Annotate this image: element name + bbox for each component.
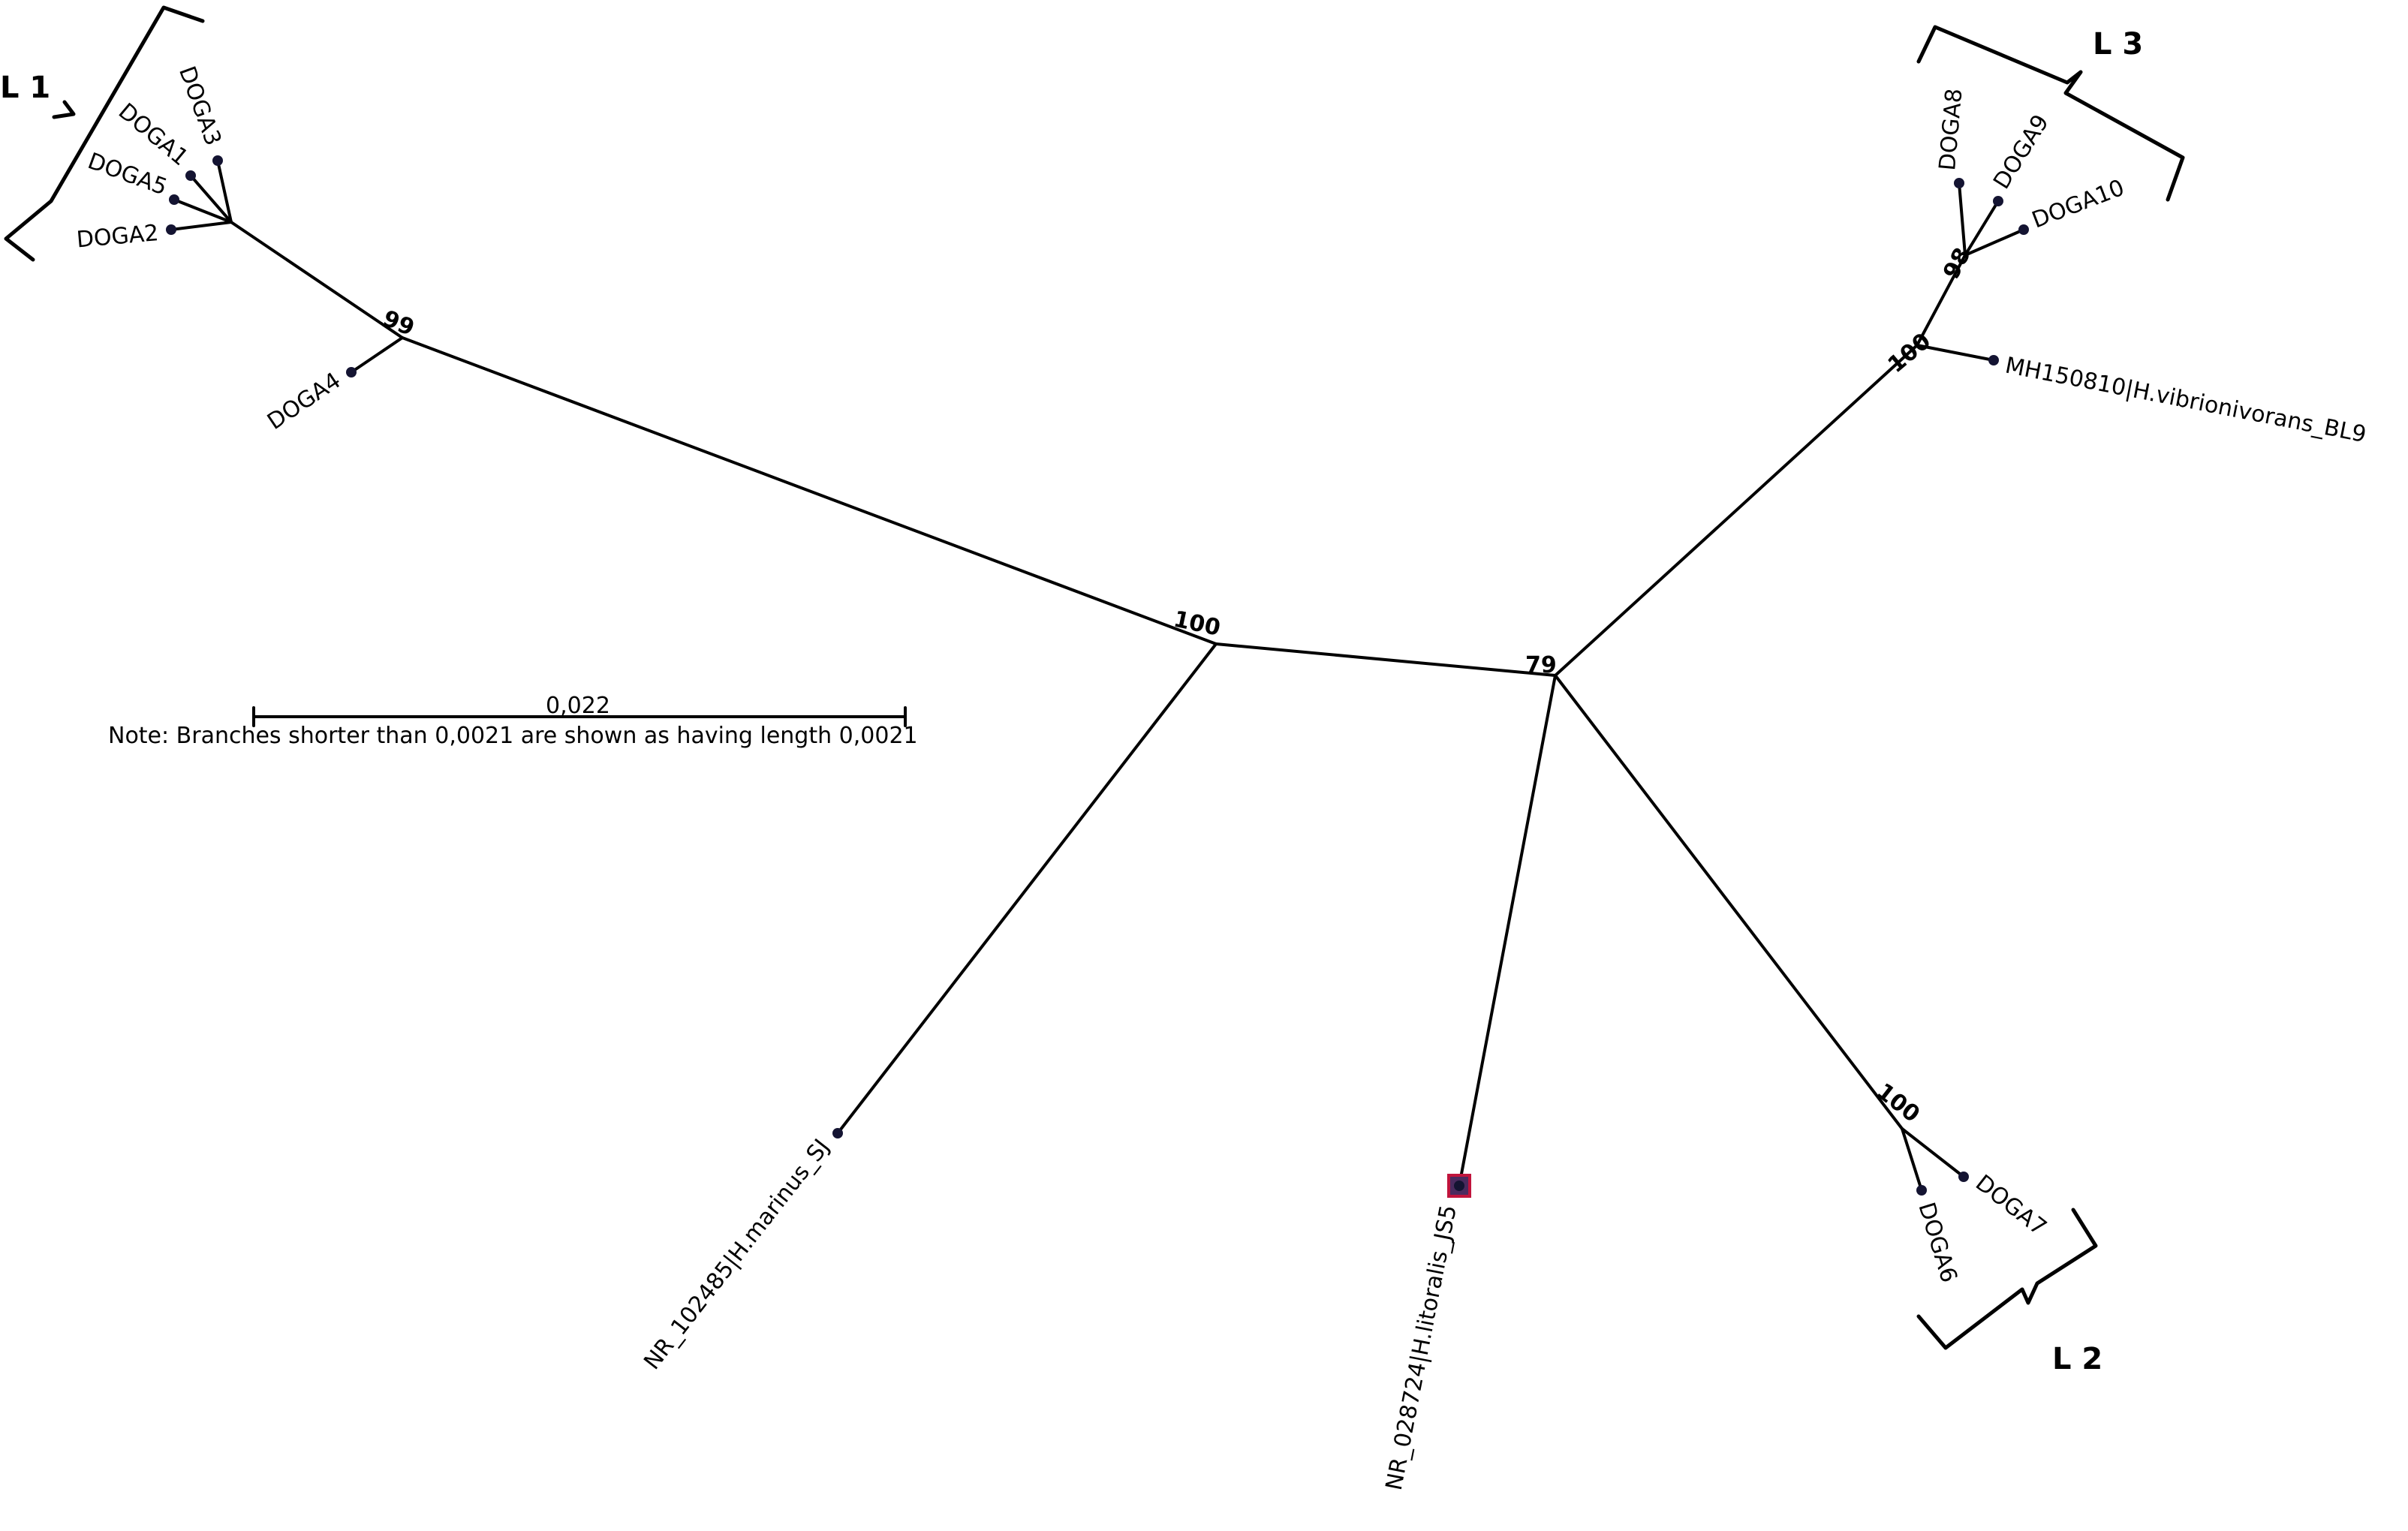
branch-litoralis <box>1458 674 1557 1187</box>
branch-l1-to-l1tip <box>230 221 404 339</box>
leaf-dot-doga5 <box>169 194 179 205</box>
clade-label-l3: L 3 <box>2093 27 2143 62</box>
branch-doga3 <box>216 159 233 224</box>
leaf-dot-doga3 <box>212 155 223 166</box>
branch-right-to-l3 <box>1916 254 1967 347</box>
highlight-marker-litoralis <box>1447 1174 1471 1198</box>
leaf-dot-litoralis <box>1454 1181 1464 1191</box>
branch-doga5 <box>173 198 233 224</box>
leaf-labels: DOGA3 DOGA1 DOGA5 DOGA2 DOGA4 NR_102485|… <box>75 63 2368 1493</box>
branch-vibrionivorans <box>1916 344 1995 362</box>
support-l2-node: 100 <box>1871 1078 1925 1128</box>
leaf-dot-doga7 <box>1958 1172 1969 1182</box>
support-l1-node: 99 <box>379 305 418 341</box>
branch-doga7 <box>1901 1127 1965 1178</box>
branch-doga2 <box>170 221 233 231</box>
leaf-label-doga9: DOGA9 <box>1988 110 2054 194</box>
leaf-label-doga8: DOGA8 <box>1934 87 1967 171</box>
scale-bar-note: Note: Branches shorter than 0,0021 are s… <box>108 723 918 749</box>
leaf-label-doga2: DOGA2 <box>75 220 159 253</box>
support-central: 79 <box>1525 652 1557 678</box>
support-values: 99 100 79 98 100 100 <box>379 243 1976 1127</box>
branch-central-to-right <box>1554 344 1919 677</box>
leaf-label-marinus: NR_102485|H.marinus_SJ <box>639 1134 835 1374</box>
branch-marinus <box>836 642 1218 1135</box>
leaf-dot-doga4 <box>346 367 357 377</box>
branch-left-to-l1 <box>401 336 1218 645</box>
leaf-dot-doga1 <box>185 170 196 181</box>
leaf-dot-doga9 <box>1993 196 2003 206</box>
branch-left-to-central <box>1215 642 1557 677</box>
leaf-label-doga6: DOGA6 <box>1913 1199 1962 1286</box>
leaf-label-litoralis: NR_028724|H.litoralis_JS5 <box>1381 1203 1462 1493</box>
leaf-dot-doga6 <box>1916 1185 1927 1196</box>
bracket-l3 <box>1916 25 2185 202</box>
leaf-label-doga7: DOGA7 <box>1970 1170 2051 1241</box>
leaf-label-doga5: DOGA5 <box>84 148 170 200</box>
leaf-dots <box>166 155 2029 1198</box>
bracket-l1 <box>4 5 205 262</box>
branch-doga8 <box>1958 182 1967 257</box>
branch-doga6 <box>1901 1127 1923 1192</box>
support-l3-node: 98 <box>1938 243 1976 283</box>
clade-label-l1: L 1 <box>0 71 50 105</box>
leaf-label-doga10: DOGA10 <box>2028 175 2128 234</box>
leaf-label-doga3: DOGA3 <box>173 63 226 149</box>
branch-doga10 <box>1964 228 2025 257</box>
scale-bar: 0,022 Note: Branches shorter than 0,0021… <box>108 693 918 749</box>
clade-label-l2: L 2 <box>2052 1342 2102 1376</box>
leaf-dot-doga2 <box>166 224 176 235</box>
leaf-label-doga4: DOGA4 <box>263 368 345 435</box>
branch-doga4 <box>350 336 404 374</box>
branch-doga1 <box>189 174 233 224</box>
branch-doga9 <box>1964 200 2000 257</box>
leaf-label-vibrionivorans: MH150810|H.vibrionivorans_BL9 <box>2003 352 2368 448</box>
leaf-dot-doga10 <box>2018 224 2029 235</box>
leaf-dot-doga8 <box>1954 178 1964 188</box>
leaf-dot-marinus <box>832 1128 843 1138</box>
support-left-internal: 100 <box>1171 606 1223 642</box>
leaf-dot-vibrionivorans <box>1988 355 1999 365</box>
branch-central-to-l2 <box>1554 674 1904 1130</box>
scale-bar-value: 0,022 <box>546 693 610 719</box>
tree-branches <box>170 159 2025 1192</box>
bracket-l2 <box>1916 1208 2098 1350</box>
clade-brackets: L 1 L 3 L 2 <box>0 5 2185 1376</box>
